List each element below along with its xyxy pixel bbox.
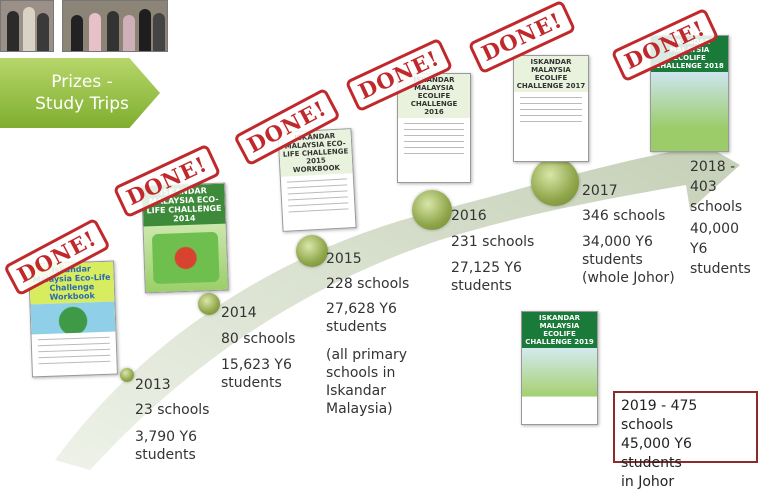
label-2018-students-3: students	[690, 261, 751, 277]
milestone-2017-circle	[531, 158, 579, 206]
label-2013-students-1: 3,790 Y6	[135, 429, 197, 445]
label-2018-students-2: Y6	[690, 241, 708, 257]
milestone-2013-circle	[120, 368, 134, 382]
label-2017-year: 2017	[582, 183, 618, 199]
label-2015-year: 2015	[326, 251, 362, 267]
info-box-2019: 2019 - 475 schools 45,000 Y6 students in…	[613, 391, 758, 490]
label-2018-year-3: schools	[690, 199, 743, 215]
label-2016-schools: 231 schools	[451, 234, 535, 250]
label-2014-students-1: 15,623 Y6	[221, 357, 292, 373]
milestone-2014-circle	[198, 293, 220, 315]
label-2018-students-1: 40,000	[690, 221, 739, 237]
milestone-2016-circle	[412, 190, 452, 230]
label-2017-students-2: students	[582, 252, 643, 268]
workbook-2017: ISKANDAR MALAYSIA ECOLIFE CHALLENGE 2017	[513, 55, 589, 162]
label-2018-year-1: 2018 -	[690, 159, 736, 175]
label-2015-students-2: students	[326, 319, 387, 335]
workbook-2016: ISKANDAR MALAYSIA ECOLIFE CHALLENGE 2016	[397, 73, 471, 183]
label-2017-students-1: 34,000 Y6	[582, 234, 653, 250]
workbook-2019-title: ISKANDAR MALAYSIA ECOLIFE CHALLENGE 2019	[522, 312, 597, 348]
info-2019-line-1: 2019 - 475 schools	[621, 398, 698, 433]
milestone-2015-circle	[296, 235, 328, 267]
label-2013-year: 2013	[135, 377, 171, 393]
label-2017-note: (whole Johor)	[582, 270, 675, 286]
photo-right	[62, 0, 168, 52]
banner-line-2: Study Trips	[35, 94, 129, 114]
banner-line-1: Prizes -	[51, 72, 113, 92]
label-2013-students-2: students	[135, 447, 196, 463]
label-2015-students-1: 27,628 Y6	[326, 301, 397, 317]
photo-left	[0, 0, 54, 52]
label-2014-schools: 80 schools	[221, 331, 296, 347]
timeline-arrow	[55, 128, 740, 470]
label-2015-note-3: Iskandar	[326, 383, 386, 399]
label-2016-students-1: 27,125 Y6	[451, 260, 522, 276]
label-2017-schools: 346 schools	[582, 208, 666, 224]
label-2013-schools: 23 schools	[135, 402, 210, 418]
label-2018-year-2: 403	[690, 179, 717, 195]
label-2015-note-4: Malaysia)	[326, 401, 393, 417]
label-2016-year: 2016	[451, 208, 487, 224]
label-2016-students-2: students	[451, 278, 512, 294]
prizes-study-trips-banner: Prizes - Study Trips	[0, 58, 160, 128]
label-2014-students-2: students	[221, 375, 282, 391]
label-2015-note-2: schools in	[326, 365, 396, 381]
label-2015-note-1: (all primary	[326, 347, 408, 363]
label-2015-schools: 228 schools	[326, 276, 410, 292]
workbook-2017-title: ISKANDAR MALAYSIA ECOLIFE CHALLENGE 2017	[514, 56, 588, 92]
info-2019-line-2: 45,000 Y6 students	[621, 436, 692, 471]
label-2014-year: 2014	[221, 305, 257, 321]
info-2019-line-3: in Johor	[621, 474, 675, 490]
workbook-2019: ISKANDAR MALAYSIA ECOLIFE CHALLENGE 2019	[521, 311, 598, 425]
